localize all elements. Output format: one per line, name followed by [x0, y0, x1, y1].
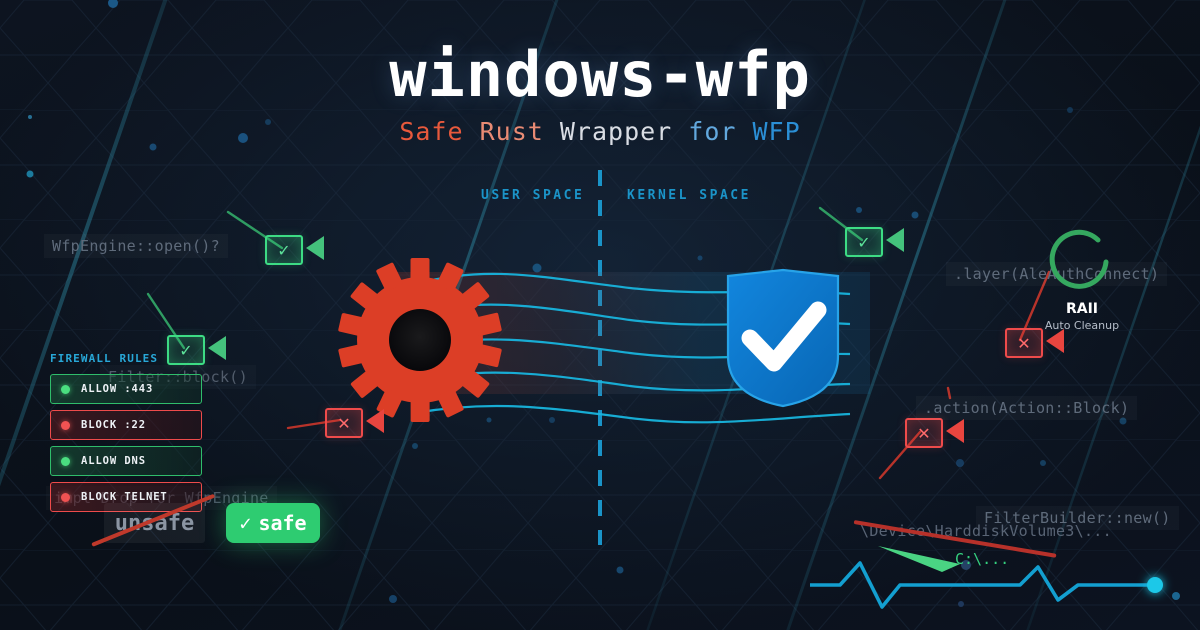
- unsafe-badge: unsafe: [104, 503, 205, 543]
- safe-check-icon: ✓: [239, 511, 252, 535]
- path-conversion-arrow-icon: [878, 546, 960, 572]
- dos-path-label: C:\...: [955, 550, 1010, 568]
- firewall-rule-allow-443[interactable]: ALLOW :443: [50, 374, 202, 404]
- firewall-rule-block-22[interactable]: BLOCK :22: [50, 410, 202, 440]
- firewall-rules-panel: FIREWALL RULES ALLOW :443 BLOCK :22 ALLO…: [50, 352, 202, 518]
- firewall-rule-allow-dns[interactable]: ALLOW DNS: [50, 446, 202, 476]
- user-space-label: USER SPACE: [481, 188, 585, 203]
- status-dot-allow-icon: [61, 456, 70, 466]
- raii-cycle-arc-icon: [1049, 229, 1109, 289]
- rule-label: ALLOW :443: [81, 383, 154, 395]
- subtitle-word-safe: Safe: [399, 117, 480, 146]
- code-snippet-action: .action(Action::Block): [916, 396, 1137, 420]
- block-marker-x-icon-3: ✕: [905, 418, 943, 448]
- block-marker-arrow-2: [1046, 329, 1064, 353]
- code-snippet-filter-builder: FilterBuilder::new(): [976, 506, 1179, 530]
- code-snippet-device-path: \Device\HarddiskVolume3\...: [860, 522, 1112, 540]
- status-dot-block-icon: [61, 492, 70, 502]
- firewall-rules-title: FIREWALL RULES: [50, 352, 159, 365]
- allow-marker-check-icon-2: ✓: [167, 335, 205, 365]
- raii-title: RAII: [1065, 301, 1099, 317]
- block-marker-x-icon-1: ✕: [325, 408, 363, 438]
- allow-marker-check-icon-3: ✓: [845, 227, 883, 257]
- code-snippet-open: WfpEngine::open()?: [44, 234, 228, 258]
- page-title: windows-wfp: [389, 38, 811, 111]
- subtitle-word-wrapper: Wrapper: [559, 117, 689, 146]
- firewall-rule-block-telnet[interactable]: BLOCK TELNET: [50, 482, 202, 512]
- allow-marker-arrow-1: [306, 236, 324, 260]
- userspace-kernelspace-divider: [598, 170, 602, 545]
- subtitle-word-for: for: [688, 117, 753, 146]
- kernel-space-label: KERNEL SPACE: [627, 188, 751, 203]
- status-dot-allow-icon: [61, 384, 70, 394]
- safe-badge: ✓ safe: [226, 503, 320, 543]
- shield-check-icon: [726, 268, 840, 408]
- block-marker-arrow-1: [366, 409, 384, 433]
- page-subtitle: Safe Rust Wrapper for WFP: [0, 117, 1200, 146]
- rule-label: BLOCK :22: [81, 419, 146, 431]
- subtitle-word-wfp: WFP: [752, 117, 801, 146]
- safe-badge-label: safe: [258, 511, 307, 535]
- rule-label: BLOCK TELNET: [81, 491, 168, 503]
- gear-icon: [338, 258, 502, 423]
- raii-subtitle: Auto Cleanup: [1044, 319, 1120, 332]
- network-traffic-waveform: [810, 561, 1163, 609]
- status-dot-block-icon: [61, 420, 70, 430]
- block-marker-x-icon-2: ✕: [1005, 328, 1043, 358]
- allow-marker-check-icon: ✓: [265, 235, 303, 265]
- allow-marker-arrow-3: [886, 228, 904, 252]
- block-marker-arrow-3: [946, 419, 964, 443]
- subtitle-word-rust: Rust: [479, 117, 560, 146]
- allow-marker-arrow-2: [208, 336, 226, 360]
- rule-label: ALLOW DNS: [81, 455, 146, 467]
